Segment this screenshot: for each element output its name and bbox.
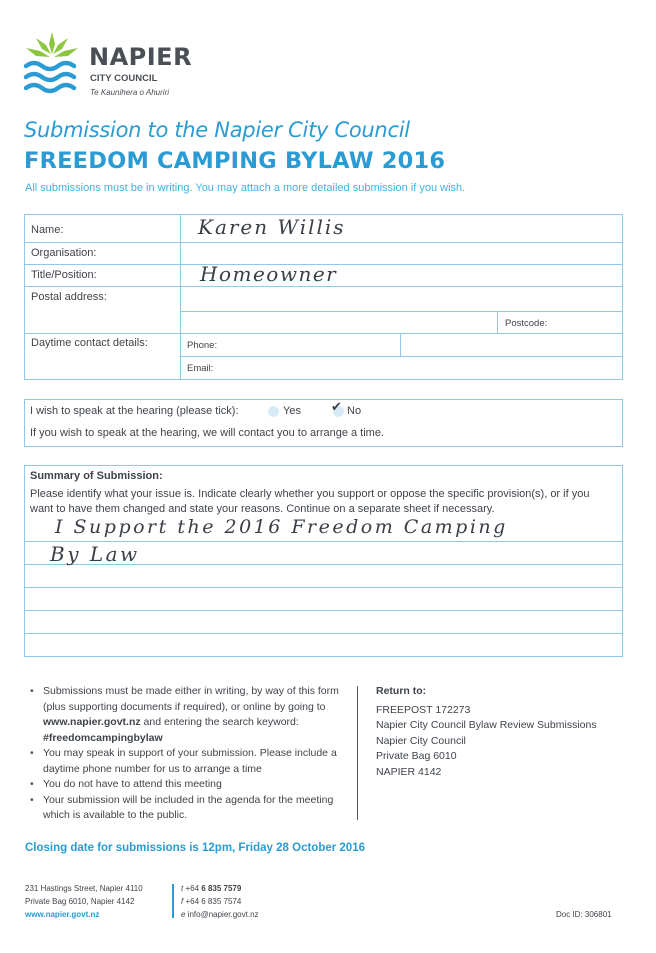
footer-po-box: Private Bag 6010, Napier 4142 bbox=[25, 897, 135, 906]
phone-divider bbox=[400, 333, 401, 356]
footer-phone: 6 835 7579 bbox=[201, 884, 242, 893]
napier-fern-wave-icon bbox=[23, 32, 78, 94]
hearing-note: If you wish to speak at the hearing, we … bbox=[30, 427, 385, 439]
footer-contacts: t +64 6 835 7579 f +64 6 835 7574 e info… bbox=[181, 884, 259, 919]
summary-text-line-1[interactable]: I Support the 2016 Freedom Camping bbox=[55, 516, 508, 538]
search-keyword: #freedomcampingbylaw bbox=[43, 731, 163, 744]
return-line: FREEPOST 172273 bbox=[376, 703, 471, 716]
no-radio[interactable] bbox=[333, 406, 344, 417]
row-divider bbox=[24, 286, 623, 287]
yes-radio[interactable] bbox=[268, 406, 279, 417]
title-position-label: Title/Position: bbox=[31, 269, 97, 281]
contact-divider bbox=[180, 356, 623, 357]
organisation-label: Organisation: bbox=[31, 247, 97, 259]
summary-heading: Summary of Submission: bbox=[30, 470, 163, 482]
return-heading: Return to: bbox=[376, 685, 427, 697]
info-item: Your submission will be included in the … bbox=[30, 793, 340, 824]
writing-line bbox=[24, 587, 623, 588]
no-tick-mark: ✔ bbox=[331, 400, 342, 415]
email-prefix: e bbox=[181, 910, 186, 919]
name-field[interactable]: Karen Willis bbox=[198, 215, 346, 239]
details-divider bbox=[180, 214, 181, 380]
yes-label: Yes bbox=[283, 405, 301, 417]
address-line bbox=[180, 311, 623, 312]
footer-street: 231 Hastings Street, Napier 4110 bbox=[25, 884, 143, 893]
return-address: Return to: FREEPOST 172273 Napier City C… bbox=[376, 684, 597, 780]
postcode-divider bbox=[497, 311, 498, 333]
footer-website-link[interactable]: www.napier.govt.nz bbox=[25, 910, 100, 919]
footer-email[interactable]: info@napier.govt.nz bbox=[187, 910, 259, 919]
info-divider bbox=[357, 686, 358, 820]
info-item: Submissions must be made either in writi… bbox=[30, 684, 340, 746]
no-label: No bbox=[347, 405, 362, 417]
footer-address: 231 Hastings Street, Napier 4110 Private… bbox=[25, 882, 143, 921]
title-position-field[interactable]: Homeowner bbox=[200, 262, 338, 286]
writing-line bbox=[24, 564, 623, 565]
napier-logo: NAPIER CITY COUNCIL Te Kaunihera o Ahuri… bbox=[22, 28, 202, 108]
writing-line bbox=[24, 541, 623, 542]
return-line: Private Bag 6010 bbox=[376, 750, 457, 762]
summary-instructions: Please identify what your issue is. Indi… bbox=[30, 488, 590, 515]
form-subject: FREEDOM CAMPING BYLAW 2016 bbox=[24, 148, 446, 174]
footer-fax: +64 6 835 7574 bbox=[185, 897, 242, 906]
logo-maori-name: Te Kaunihera o Ahuriri bbox=[90, 88, 170, 97]
row-divider bbox=[24, 333, 623, 334]
hearing-question: I wish to speak at the hearing (please t… bbox=[30, 405, 239, 417]
info-list: Submissions must be made either in writi… bbox=[30, 684, 340, 824]
row-divider bbox=[24, 264, 623, 265]
fax-prefix: f bbox=[181, 897, 184, 906]
return-line: Napier City Council bbox=[376, 734, 466, 747]
logo-name: NAPIER bbox=[89, 43, 193, 71]
summary-box bbox=[24, 465, 623, 657]
summary-text-line-2[interactable]: By Law bbox=[50, 542, 140, 566]
phone-label: Phone: bbox=[187, 340, 218, 351]
website-link[interactable]: www.napier.govt.nz bbox=[43, 716, 141, 728]
info-item: You may speak in support of your submiss… bbox=[30, 746, 340, 777]
phone-prefix: t bbox=[181, 884, 184, 893]
email-label: Email: bbox=[187, 363, 214, 374]
details-table bbox=[24, 214, 623, 380]
postal-address-label: Postal address: bbox=[31, 291, 107, 303]
return-line: Napier City Council Bylaw Review Submiss… bbox=[376, 719, 597, 731]
closing-date: Closing date for submissions is 12pm, Fr… bbox=[25, 842, 365, 854]
info-item: You do not have to attend this meeting bbox=[30, 777, 340, 793]
contact-details-label: Daytime contact details: bbox=[31, 337, 148, 349]
postcode-label: Postcode: bbox=[505, 318, 548, 329]
hearing-box bbox=[24, 399, 623, 447]
return-line: NAPIER 4142 bbox=[376, 765, 442, 778]
form-instruction: All submissions must be in writing. You … bbox=[25, 182, 466, 194]
logo-council: CITY COUNCIL bbox=[90, 73, 158, 84]
doc-id: Doc ID: 306801 bbox=[556, 910, 612, 919]
row-divider bbox=[24, 242, 623, 243]
name-label: Name: bbox=[31, 224, 64, 236]
footer-divider bbox=[172, 884, 174, 918]
writing-line bbox=[24, 633, 623, 634]
writing-line bbox=[24, 610, 623, 611]
form-title: Submission to the Napier City Council bbox=[24, 118, 410, 142]
